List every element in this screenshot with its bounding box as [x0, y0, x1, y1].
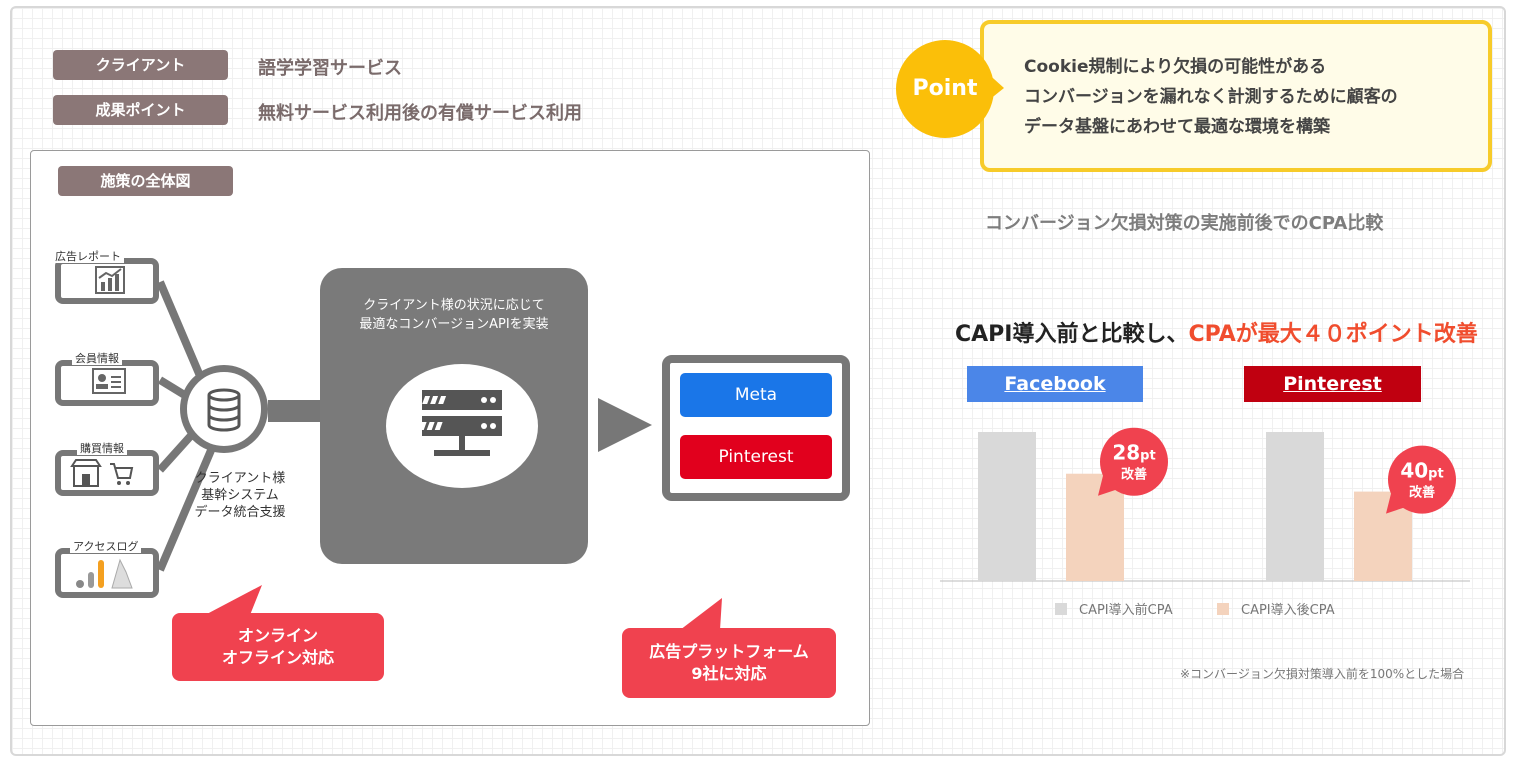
connector-lines [156, 280, 652, 572]
source-label-access-log: アクセスログ [70, 540, 142, 553]
chart-headline: CAPI導入前と比較し、CPAが最大４０ポイント改善 [955, 322, 1478, 347]
callout-online-offline: オンライン オフライン対応 [172, 613, 384, 681]
chart-footnote: ※コンバージョン欠損対策導入前を100%とした場合 [1180, 667, 1465, 681]
result-tag: 成果ポイント [53, 95, 228, 125]
diagram-title: 施策の全体図 [58, 166, 233, 196]
category-label-facebook: Facebook [967, 366, 1143, 402]
callout-tails [205, 585, 722, 630]
improvement-bubble-tail-0 [1098, 471, 1122, 496]
client-value: 語学学習サービス [258, 58, 402, 79]
id-card-icon [92, 368, 126, 394]
capi-box: クライアント様の状況に応じて 最適なコンバージョンAPIを実装 [320, 268, 588, 564]
result-value: 無料サービス利用後の有償サービス利用 [258, 103, 582, 124]
platform-box: Meta Pinterest [662, 355, 850, 501]
legend-swatch-0 [1055, 603, 1067, 615]
analytics-icon [76, 558, 133, 589]
point-box: Cookie規制により欠損の可能性がある コンバージョンを漏れなく計測するために… [980, 20, 1492, 172]
point-badge: Point [896, 40, 994, 138]
improvement-bubble-1 [1388, 445, 1456, 514]
platform-meta: Meta [680, 373, 832, 417]
improvement-label-1: 改善 [1409, 485, 1435, 501]
chart-title: コンバージョン欠損対策の実施前後でのCPA比較 [985, 213, 1384, 234]
capi-caption: クライアント様の状況に応じて 最適なコンバージョンAPIを実装 [359, 298, 549, 332]
improvement-value-1: 40pt [1400, 459, 1443, 483]
platform-pinterest: Pinterest [680, 435, 832, 479]
improvement-label-0: 改善 [1121, 467, 1147, 483]
source-label-member: 会員情報 [72, 352, 122, 365]
server-icon [420, 390, 502, 456]
source-label-ad-report: 広告レポート [52, 250, 124, 263]
database-caption: クライアント様 基幹システム データ統合支援 [194, 471, 286, 520]
improvement-bubble-0 [1100, 427, 1168, 496]
callout-platforms: 広告プラットフォーム 9社に対応 [622, 628, 836, 698]
bar-facebook-1 [1066, 473, 1124, 581]
point-text: Cookie規制により欠損の可能性がある コンバージョンを漏れなく計測するために… [1024, 57, 1398, 137]
client-tag: クライアント [53, 50, 228, 80]
legend-swatch-1 [1217, 603, 1229, 615]
improvement-value-0: 28pt [1112, 441, 1155, 465]
chart-icon [95, 266, 125, 294]
improvement-bubble-tail-1 [1386, 489, 1410, 514]
legend-label-0: CAPI導入前CPA [1079, 602, 1173, 618]
bar-facebook-0 [978, 432, 1036, 581]
database-icon [207, 388, 241, 432]
bar-pinterest-0 [1266, 432, 1324, 581]
server-node [386, 364, 538, 488]
source-label-purchase: 購買情報 [77, 442, 127, 455]
legend-label-1: CAPI導入後CPA [1241, 603, 1335, 618]
source-ad-report [55, 258, 159, 304]
category-label-pinterest: Pinterest [1244, 366, 1421, 402]
shop-cart-icon [70, 459, 134, 487]
